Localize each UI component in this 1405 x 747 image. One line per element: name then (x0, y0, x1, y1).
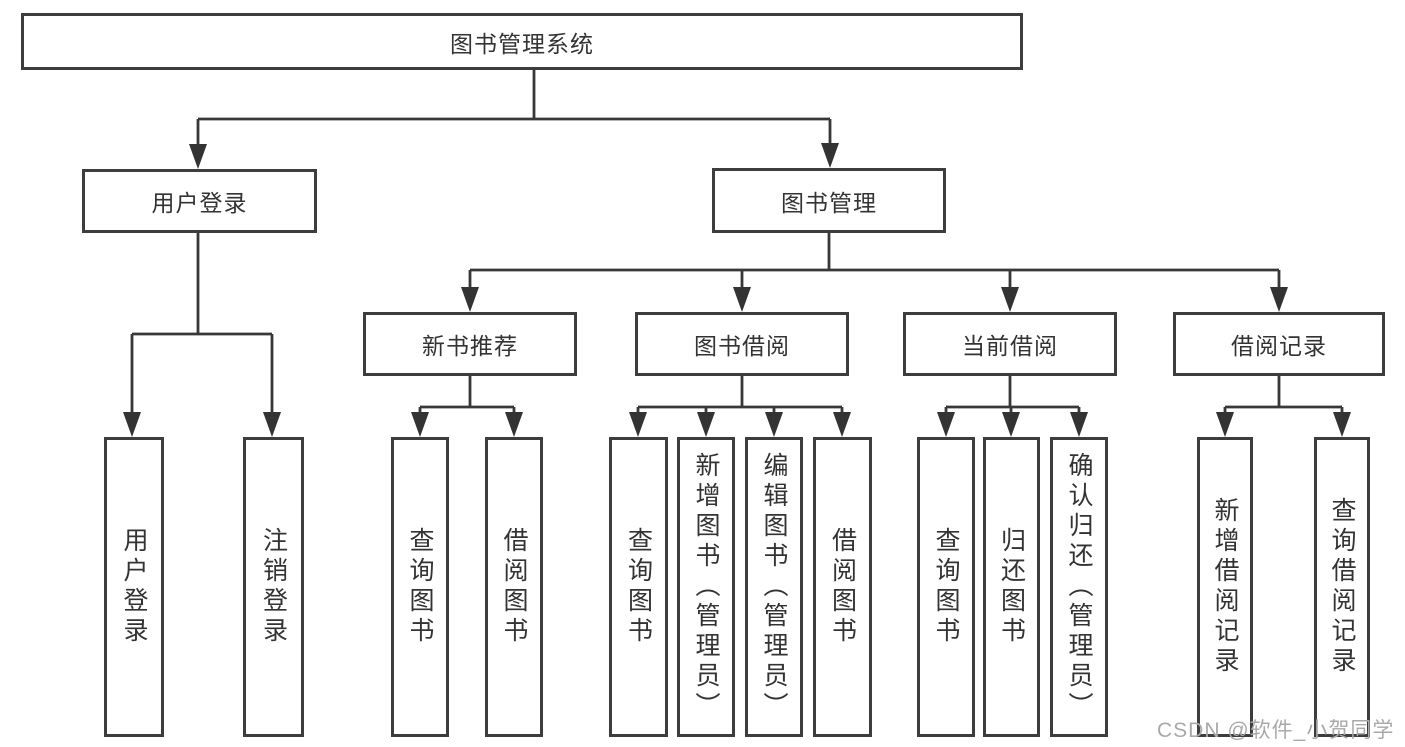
node-query-borrow-record: 查询借阅记录 (1314, 437, 1370, 737)
node-label: 借阅图书 (828, 527, 857, 647)
node-borrow-books: 借阅图书 (485, 437, 543, 737)
node-label: 用户登录 (151, 190, 248, 216)
node-query-books: 查询图书 (391, 437, 449, 737)
node-borrowing-records: 借阅记录 (1173, 312, 1385, 376)
node-label: 编辑图书（管理员） (760, 452, 788, 722)
node-label: 图书借阅 (694, 333, 790, 359)
node-query-books: 查询图书 (917, 437, 975, 737)
node-logout: 注销登录 (243, 437, 304, 737)
node-label: 查询图书 (932, 527, 960, 647)
node-label: 图书管理 (781, 189, 877, 216)
node-label: 新增图书（管理员） (692, 452, 720, 722)
node-label: 当前借阅 (962, 333, 1058, 359)
node-borrow-books: 借阅图书 (813, 437, 872, 737)
node-label: 查询图书 (624, 527, 653, 647)
node-label: 用户登录 (120, 527, 148, 647)
node-new-book-recommend: 新书推荐 (363, 312, 577, 376)
node-label: 归还图书 (997, 527, 1026, 647)
node-return-book: 归还图书 (983, 437, 1040, 737)
node-user-login-leaf: 用户登录 (104, 437, 164, 737)
node-label: 图书管理系统 (450, 30, 594, 57)
node-current-borrowing: 当前借阅 (903, 312, 1117, 376)
node-label: 借阅记录 (1231, 333, 1327, 359)
node-label: 新增借阅记录 (1211, 497, 1239, 677)
arrowheads (123, 143, 1351, 437)
node-user-login: 用户登录 (82, 169, 317, 233)
node-label: 注销登录 (259, 527, 288, 647)
node-edit-book-admin: 编辑图书（管理员） (745, 437, 803, 737)
node-book-management: 图书管理 (712, 168, 946, 233)
node-add-book-admin: 新增图书（管理员） (677, 437, 735, 737)
node-label: 借阅图书 (500, 527, 528, 647)
node-label: 确认归还（管理员） (1065, 452, 1093, 722)
node-label: 查询图书 (406, 527, 434, 647)
node-label: 查询借阅记录 (1328, 497, 1356, 677)
node-confirm-return-admin: 确认归还（管理员） (1050, 437, 1108, 737)
node-library-management-system: 图书管理系统 (21, 13, 1023, 70)
node-add-borrow-record: 新增借阅记录 (1197, 437, 1253, 737)
node-book-borrowing: 图书借阅 (635, 312, 849, 376)
node-label: 新书推荐 (422, 333, 518, 359)
node-query-books: 查询图书 (609, 437, 668, 737)
csdn-watermark: CSDN @软件_小贺同学 (1157, 719, 1395, 742)
